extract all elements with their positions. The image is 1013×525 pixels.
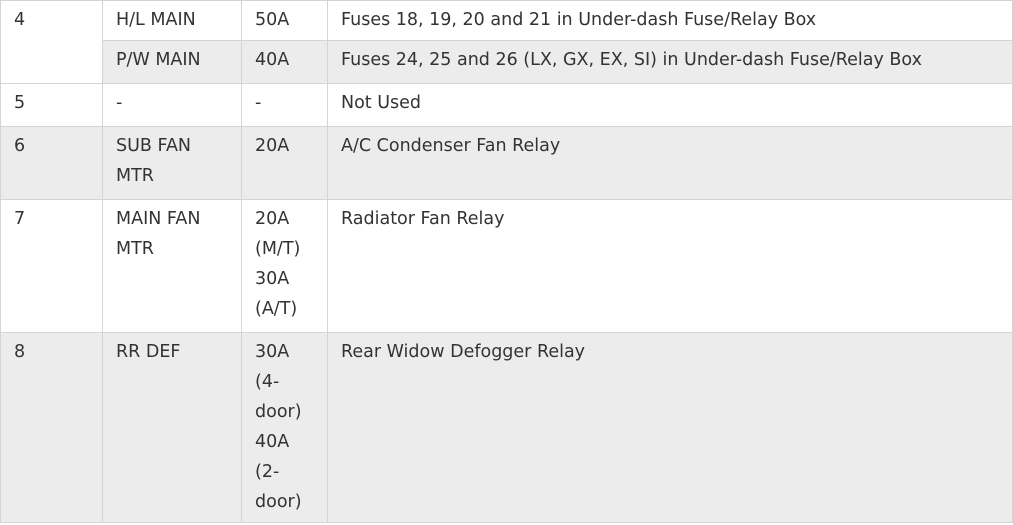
fuse-name: H/L MAIN xyxy=(102,0,242,41)
table-row: 4 H/L MAIN 50A Fuses 18, 19, 20 and 21 i… xyxy=(0,0,1013,84)
fuse-amperage: 50A xyxy=(241,0,328,41)
fuse-name-line: SUB FAN xyxy=(116,136,192,156)
table-row: 5 - - Not Used xyxy=(0,83,1013,127)
fuse-amperage-line: 20A xyxy=(255,209,290,229)
circuit-protected: A/C Condenser Fan Relay xyxy=(327,126,1013,200)
fuse-name: MAIN FAN MTR xyxy=(102,199,242,333)
fuse-amperage-line: (4- xyxy=(255,372,280,392)
fuse-amperage: 30A (4- door) 40A (2- door) xyxy=(241,332,328,523)
fuse-amperage-line: (M/T) xyxy=(255,239,301,259)
fuse-amperage: - xyxy=(241,83,328,127)
table-row: 7 MAIN FAN MTR 20A (M/T) 30A (A/T) Radia… xyxy=(0,199,1013,333)
fuse-amperage-line: door) xyxy=(255,492,302,512)
table-row: 8 RR DEF 30A (4- door) 40A (2- door) Rea… xyxy=(0,332,1013,523)
fuse-name-line: MTR xyxy=(116,166,154,186)
circuit-protected: Not Used xyxy=(327,83,1013,127)
fuse-name-line: MTR xyxy=(116,239,154,259)
fuse-amperage: 20A xyxy=(241,126,328,200)
fuse-number: 5 xyxy=(0,83,103,127)
circuit-protected: Fuses 18, 19, 20 and 21 in Under-dash Fu… xyxy=(327,0,1013,41)
circuit-protected: Radiator Fan Relay xyxy=(327,199,1013,333)
fuse-amperage: 40A xyxy=(241,40,328,84)
table-row: 6 SUB FAN MTR 20A A/C Condenser Fan Rela… xyxy=(0,126,1013,200)
fuse-name: - xyxy=(102,83,242,127)
fuse-amperage: 20A (M/T) 30A (A/T) xyxy=(241,199,328,333)
fuse-amperage-line: (A/T) xyxy=(255,299,298,319)
fuse-amperage-line: (2- xyxy=(255,462,280,482)
fuse-name: P/W MAIN xyxy=(102,40,242,84)
fuse-amperage-line: 30A xyxy=(255,342,290,362)
fuse-name: RR DEF xyxy=(102,332,242,523)
fuse-amperage-line: 30A xyxy=(255,269,290,289)
fuse-name-line: MAIN FAN xyxy=(116,209,201,229)
fuse-number: 8 xyxy=(0,332,103,523)
fuse-name: SUB FAN MTR xyxy=(102,126,242,200)
fuse-number: 6 xyxy=(0,126,103,200)
fuse-number: 4 xyxy=(0,0,103,84)
circuit-protected: Fuses 24, 25 and 26 (LX, GX, EX, SI) in … xyxy=(327,40,1013,84)
fuse-amperage-line: 40A xyxy=(255,432,290,452)
circuit-protected: Rear Widow Defogger Relay xyxy=(327,332,1013,523)
table-row: P/W MAIN 40A Fuses 24, 25 and 26 (LX, GX… xyxy=(1,40,1013,84)
fuse-amperage-line: door) xyxy=(255,402,302,422)
fuse-number: 7 xyxy=(0,199,103,333)
